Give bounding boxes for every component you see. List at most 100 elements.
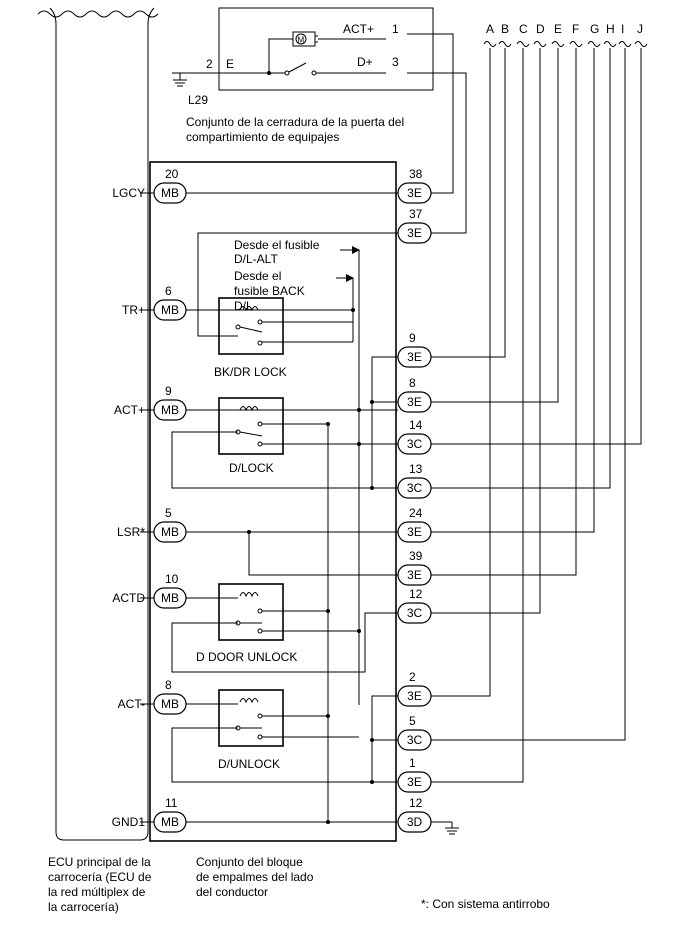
pin-number: 12: [409, 796, 423, 810]
pin-number: 5: [165, 506, 172, 520]
fuse-note-back-line2: fusible BACK: [234, 284, 305, 298]
signal-name: LGCY: [112, 186, 145, 200]
connector-pill: [153, 811, 187, 833]
pin-number: 6: [165, 284, 172, 298]
ground-icon: [173, 73, 187, 87]
ecu-name-line4: la carrocería): [48, 900, 119, 914]
right-terminals: 3E383E373E93E83C143C133E243E393C123E23C5…: [397, 167, 432, 833]
connector-pill: [397, 602, 432, 624]
connector-pill: [397, 729, 432, 751]
connector-code: 3C: [407, 481, 423, 495]
pin-number: 37: [409, 207, 423, 221]
bus-letter-b: B: [501, 22, 509, 36]
connector-code: 3C: [407, 437, 423, 451]
bus-letter-i: I: [621, 22, 624, 36]
ecu-body: [37, 7, 159, 841]
connector-code: 3E: [407, 395, 422, 409]
footnote: *: Con sistema antirrobo: [421, 897, 550, 911]
connector-code: MB: [161, 186, 179, 200]
connector-code: 3E: [407, 525, 422, 539]
connector-pill: [153, 182, 187, 204]
connector-pill: [397, 771, 432, 793]
signal-name: LSR*: [117, 525, 145, 539]
connector-pill: [397, 685, 432, 707]
right-terminal-2: 3E9: [397, 331, 432, 368]
ground-icon: [445, 822, 459, 835]
connector-pill: [153, 521, 187, 543]
bus-break-icon: [551, 41, 565, 47]
trunk-pin-e-label: E: [226, 57, 234, 71]
connector-pill: [153, 299, 187, 321]
connector-code: MB: [161, 697, 179, 711]
pin-number: 8: [409, 376, 416, 390]
pin-number: 38: [409, 167, 423, 181]
connector-pill: [397, 564, 432, 586]
signal-name: ACT+: [114, 403, 145, 417]
pin-number: 9: [409, 331, 416, 345]
relay-label-d-lock: D/LOCK: [229, 461, 274, 475]
bus-break-icon: [483, 41, 497, 47]
connector-code: 3E: [407, 689, 422, 703]
bus-letter-c: C: [519, 22, 528, 36]
pin-number: 39: [409, 549, 423, 563]
bus-break-icon: [587, 41, 601, 47]
trunk-pin-act-label: ACT+: [343, 22, 374, 36]
right-terminal-9: 3E2: [397, 670, 432, 707]
connector-pill: [153, 693, 187, 715]
trunk-pin-d-label: D+: [357, 55, 373, 69]
bus-letter-e: E: [554, 22, 562, 36]
bus-letter-h: H: [606, 22, 615, 36]
connector-pill: [153, 587, 187, 609]
connector-pill: [397, 222, 432, 244]
pin-number: 12: [409, 587, 423, 601]
connector-pill: [397, 182, 432, 204]
signal-name: ACTD: [112, 591, 145, 605]
ecu-name-line3: la red múltiplex de: [48, 885, 146, 899]
bus-letter-j: J: [637, 22, 643, 36]
external-wiring: [431, 48, 642, 823]
trunk-pin-2-number: 2: [206, 57, 213, 71]
pin-number: 13: [409, 462, 423, 476]
right-terminal-10: 3C5: [397, 714, 432, 751]
fuse-note-alt-line1: Desde el fusible: [234, 238, 320, 252]
connector-pill: [397, 433, 432, 455]
bus-break-icon: [498, 41, 512, 47]
ecu-name-line1: ECU principal de la: [48, 855, 151, 869]
connector-code: 3D: [407, 815, 423, 829]
pin-number: 1: [409, 756, 416, 770]
svg-text:M: M: [298, 36, 305, 45]
pin-number: 5: [409, 714, 416, 728]
connector-code: MB: [161, 525, 179, 539]
junction-block-box: [149, 161, 397, 842]
bus-break-icon: [603, 41, 617, 47]
bus-break-icon: [618, 41, 632, 47]
connector-pill: [153, 399, 187, 421]
ground-code-label: L29: [188, 93, 208, 107]
connector-code: MB: [161, 303, 179, 317]
connector-code: 3E: [407, 775, 422, 789]
bus-break-icon: [634, 41, 648, 47]
connector-code: MB: [161, 815, 179, 829]
connector-pill: [397, 811, 432, 833]
connector-code: MB: [161, 403, 179, 417]
fuse-note-back-line3: D/L: [234, 299, 253, 313]
left-terminals: MB20LGCYMB6TR+MB9ACT+MB5LSR*MB10ACTDMB8A…: [112, 167, 187, 833]
bus-letter-d: D: [536, 22, 545, 36]
pin-number: 2: [409, 670, 416, 684]
relay-label-d-unlock: D/UNLOCK: [218, 757, 280, 771]
relay-label-d-door-unlock: D DOOR UNLOCK: [196, 650, 297, 664]
connector-code: 3E: [407, 226, 422, 240]
trunk-lock-name-line1: Conjunto de la cerradura de la puerta de…: [186, 115, 404, 129]
bus-break-icon: [569, 41, 583, 47]
connector-code: 3E: [407, 350, 422, 364]
fuse-note-back-line1: Desde el: [234, 269, 281, 283]
